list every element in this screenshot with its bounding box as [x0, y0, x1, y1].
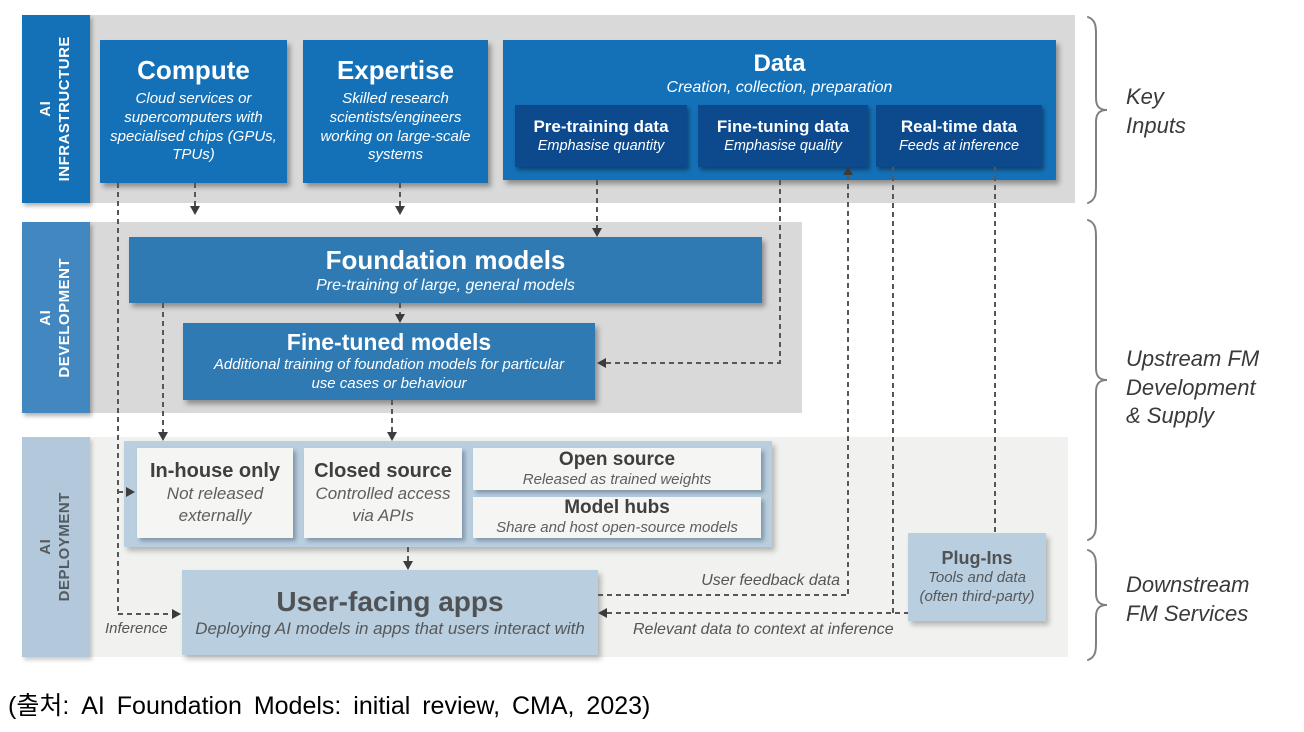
arrowhead-into-finetuning-data	[843, 166, 853, 175]
connector-pretraining-to-foundation	[596, 180, 598, 228]
connector-release-to-user-apps	[407, 547, 409, 561]
connector-relevant-data-horizontal	[607, 612, 908, 614]
connector-finetuning-data-vertical	[779, 180, 781, 364]
plug-ins-desc: Tools and data (often third-party)	[919, 568, 1035, 605]
open-source-box: Open source Released as trained weights	[473, 448, 761, 490]
data-desc: Creation, collection, preparation	[666, 79, 893, 96]
open-source-title: Open source	[558, 448, 676, 470]
open-source-desc: Released as trained weights	[522, 470, 712, 488]
key-inputs-label: Key Inputs	[1126, 84, 1186, 138]
upstream-brace	[1087, 219, 1108, 541]
foundation-models-title: Foundation models	[325, 244, 566, 275]
fine-tuned-models-title: Fine-tuned models	[286, 329, 492, 356]
arrowhead-foundation-deployment	[158, 432, 168, 441]
fine-tuning-data-box: Fine-tuning data Emphasise quality	[698, 105, 868, 167]
real-time-data-box: Real-time data Feeds at inference	[876, 105, 1042, 167]
plug-ins-title: Plug-Ins	[941, 547, 1013, 568]
expertise-desc: Skilled research scientists/engineers wo…	[320, 90, 471, 164]
fine-tuned-models-box: Fine-tuned models Additional training of…	[183, 323, 595, 400]
model-hubs-title: Model hubs	[564, 497, 670, 519]
in-house-only-box: In-house only Not released externally	[137, 448, 293, 538]
in-house-only-title: In-house only	[150, 460, 280, 483]
foundation-models-box: Foundation models Pre-training of large,…	[129, 237, 762, 303]
connector-branch-to-release-options	[118, 491, 126, 493]
connector-compute-left-vertical	[117, 183, 119, 614]
user-feedback-data-label: User feedback data	[701, 572, 840, 589]
in-house-only-desc: Not released externally	[166, 484, 264, 525]
foundation-models-desc: Pre-training of large, general models	[316, 276, 575, 294]
arrowhead-inference-into-user-apps	[172, 609, 181, 619]
downstream-brace	[1087, 549, 1108, 661]
arrowhead-into-finetuned-models	[597, 358, 606, 368]
compute-desc: Cloud services or supercomputers with sp…	[110, 90, 277, 164]
connector-expertise-to-development	[399, 183, 401, 207]
fine-tuned-models-desc: Additional training of foundation models…	[213, 356, 565, 392]
arrowhead-compute-development	[190, 206, 200, 215]
inference-label: Inference	[105, 620, 168, 637]
data-title: Data	[753, 50, 806, 77]
development-row-label-text: AI DEVELOPMENT	[37, 257, 73, 378]
closed-source-box: Closed source Controlled access via APIs	[304, 448, 462, 538]
plug-ins-box: Plug-Ins Tools and data (often third-par…	[908, 533, 1046, 621]
arrowhead-expertise-development	[395, 206, 405, 215]
connector-user-feedback-horizontal	[598, 594, 849, 596]
key-inputs-brace	[1087, 16, 1108, 204]
model-hubs-box: Model hubs Share and host open-source mo…	[473, 497, 761, 538]
expertise-title: Expertise	[336, 55, 455, 85]
closed-source-desc: Controlled access via APIs	[315, 484, 451, 525]
source-caption: (출처: AI Foundation Models: initial revie…	[8, 692, 651, 720]
arrowhead-into-user-apps	[598, 608, 607, 618]
deployment-row-label-text: AI DEPLOYMENT	[37, 492, 73, 602]
model-hubs-desc: Share and host open-source models	[496, 519, 738, 537]
real-time-data-title: Real-time data	[900, 116, 1018, 136]
development-row-label: AI DEVELOPMENT	[22, 222, 90, 413]
infrastructure-row-label-text: AI INFRASTRUCTURE	[37, 36, 74, 182]
real-time-data-desc: Feeds at inference	[898, 137, 1020, 154]
arrowhead-into-release-options	[126, 487, 135, 497]
closed-source-title: Closed source	[314, 460, 452, 483]
user-facing-apps-desc: Deploying AI models in apps that users i…	[195, 618, 585, 638]
arrowhead-pretraining-foundation	[592, 228, 602, 237]
pre-training-data-box: Pre-training data Emphasise quantity	[515, 105, 687, 167]
pre-training-data-desc: Emphasise quantity	[537, 137, 665, 154]
infrastructure-row-label: AI INFRASTRUCTURE	[22, 15, 90, 203]
deployment-row-label: AI DEPLOYMENT	[22, 437, 90, 657]
connector-foundation-to-finetuned	[399, 303, 401, 314]
downstream-fm-label: Downstream FM Services	[1126, 572, 1250, 626]
user-facing-apps-title: User-facing apps	[276, 585, 504, 617]
fine-tuning-data-title: Fine-tuning data	[716, 116, 850, 136]
arrowhead-foundation-finetuned	[395, 314, 405, 323]
connector-finetuned-to-deployment	[391, 400, 393, 432]
fine-tuning-data-desc: Emphasise quality	[724, 137, 842, 154]
connector-finetuning-data-horizontal	[606, 362, 781, 364]
compute-box: Compute Cloud services or supercomputers…	[100, 40, 287, 183]
connector-foundation-to-deployment	[162, 303, 164, 432]
connector-realtime-to-plugins	[994, 167, 996, 533]
connector-compute-to-development	[194, 183, 196, 207]
connector-inference-horizontal	[118, 613, 172, 615]
connector-realtime-to-user-apps-vertical	[892, 167, 894, 614]
upstream-fm-label: Upstream FM Development & Supply	[1126, 346, 1260, 429]
connector-user-feedback-vertical	[847, 175, 849, 596]
pre-training-data-title: Pre-training data	[533, 116, 669, 136]
expertise-box: Expertise Skilled research scientists/en…	[303, 40, 488, 183]
user-facing-apps-box: User-facing apps Deploying AI models in …	[182, 570, 598, 655]
arrowhead-release-user-apps	[403, 561, 413, 570]
compute-title: Compute	[137, 55, 250, 85]
arrowhead-finetuned-deployment	[387, 432, 397, 441]
relevant-data-label: Relevant data to context at inference	[633, 621, 894, 638]
